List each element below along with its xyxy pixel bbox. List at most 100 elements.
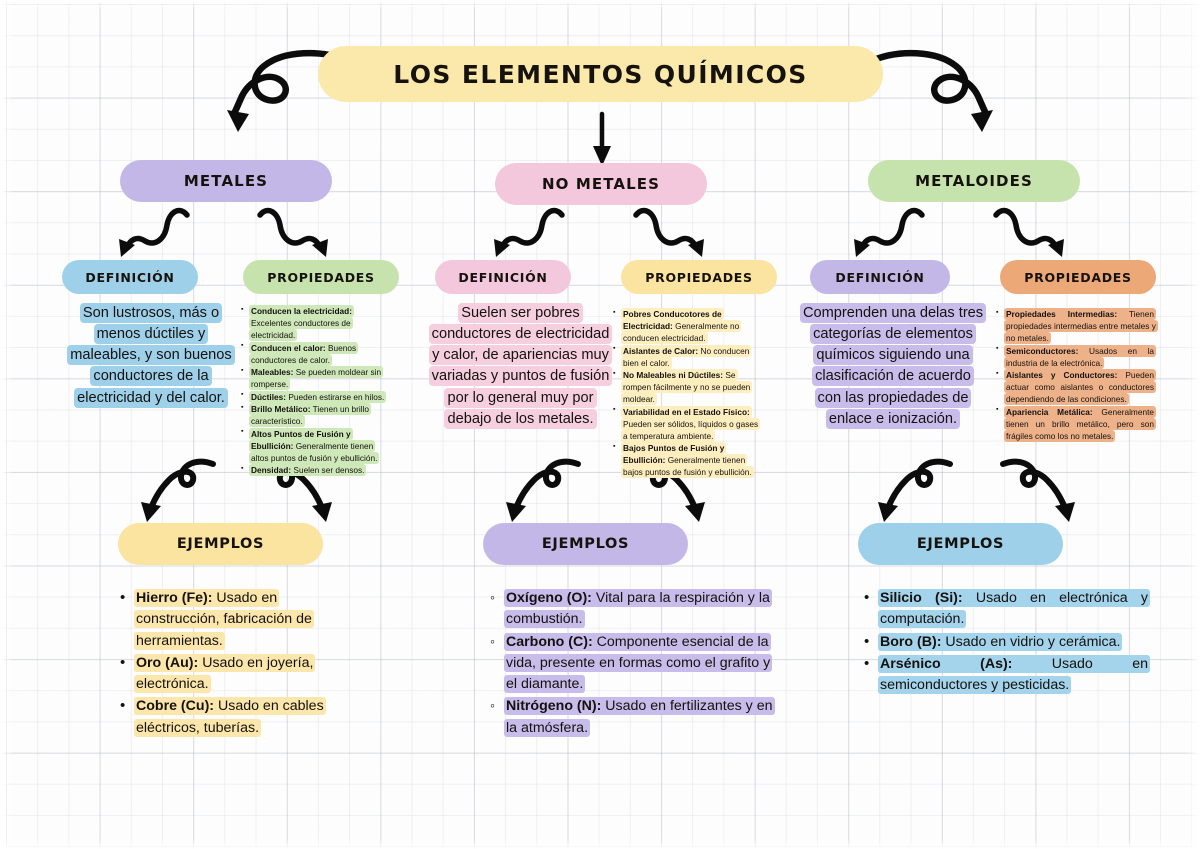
metales-ejemplo-item-text: Cobre (Cu): Usado en cables eléctricos, … — [134, 697, 326, 737]
arrow-no-metales-def-to-ejemplos — [506, 458, 581, 522]
no-metales-definicion-body: Suelen ser pobres conductores de electri… — [428, 303, 613, 430]
no-metales-ejemplo-item: Nitrógeno (N): Usado en fertilizantes y … — [488, 695, 776, 739]
metales-ejemplo-item: Oro (Au): Usado en joyería, electrónica. — [118, 652, 360, 696]
no-metales-ejemplo-item-term: Nitrógeno (N): — [506, 698, 602, 715]
no-metales-propiedad-item: No Maleables ni Dúctiles: Se rompen fáci… — [613, 369, 765, 406]
metaloides-propiedad-item: Propiedades Intermedias: Tienen propieda… — [996, 307, 1158, 345]
no-metales-propiedad-item-text: No Maleables ni Dúctiles: Se rompen fáci… — [621, 369, 753, 406]
no-metales-propiedades-list: Pobres Conducotores de Electricidad: Gen… — [613, 307, 765, 479]
metales-ejemplos-header[interactable]: EJEMPLOS — [118, 523, 323, 565]
no-metales-ejemplo-item-term: Carbono (C): — [506, 633, 593, 650]
no-metales-propiedades-header-label: PROPIEDADES — [645, 269, 753, 285]
arrow-metaloides-to-propiedades — [993, 207, 1064, 257]
no-metales-propiedad-item-term: Bajos Puntos de Fusión y Ebullición: — [623, 443, 725, 466]
metaloides-definicion-text: Comprenden una delas tres categorías de … — [800, 303, 987, 429]
metales-propiedad-item: Conducen el calor: Buenos conductores de… — [241, 341, 393, 366]
no-metales-propiedad-item-text: Aislantes de Calor: No conducen bien el … — [621, 344, 752, 369]
metales-propiedad-item: Brillo Metálico: Tienen un brillo caract… — [241, 403, 393, 428]
metales-propiedad-item: Conducen la electricidad: Excelentes con… — [241, 304, 393, 342]
metales-definicion-text: Son lustrosos, más o menos dúctiles y ma… — [67, 303, 235, 408]
category-no-metales-label: NO METALES — [542, 175, 660, 193]
arrow-metaloides-prop-to-ejemplos — [1000, 458, 1075, 522]
metales-ejemplo-item: Cobre (Cu): Usado en cables eléctricos, … — [118, 695, 360, 739]
no-metales-ejemplo-item-text: Carbono (C): Componente esencial de la v… — [504, 632, 773, 694]
no-metales-ejemplos-header[interactable]: EJEMPLOS — [483, 523, 688, 565]
metaloides-ejemplo-item: Silicio (Si): Usado en electrónica y com… — [862, 587, 1150, 631]
metales-propiedad-item-text: Dúctiles: Pueden estirarse en hilos. — [249, 390, 387, 403]
no-metales-propiedad-item-text: Bajos Puntos de Fusión y Ebullición: Gen… — [621, 442, 754, 479]
metales-propiedad-item: Altos Puntos de Fusión y Ebullición: Gen… — [241, 427, 393, 464]
arrow-no-metales-to-definicion — [494, 207, 565, 257]
metales-propiedades-header[interactable]: PROPIEDADES — [243, 260, 399, 294]
metales-definicion-header[interactable]: DEFINICIÓN — [62, 260, 198, 294]
no-metales-propiedades-header[interactable]: PROPIEDADES — [621, 260, 777, 294]
category-metaloides-label: METALOIDES — [915, 172, 1033, 190]
arrow-metales-to-definicion — [119, 207, 190, 257]
no-metales-propiedad-item-text: Variabilidad en el Estado Físico: Pueden… — [621, 405, 761, 442]
metales-definicion-body: Son lustrosos, más o menos dúctiles y ma… — [58, 303, 244, 409]
category-metales[interactable]: METALES — [120, 160, 332, 202]
metales-ejemplo-item-term: Cobre (Cu): — [136, 698, 215, 715]
page-title-label: LOS ELEMENTOS QUÍMICOS — [393, 59, 808, 89]
metales-propiedad-item-term: Brillo Metálico: — [251, 404, 311, 415]
metaloides-propiedad-item-term: Propiedades Intermedias: — [1006, 309, 1118, 319]
metaloides-ejemplo-item: Arsénico (As): Usado en semiconductores … — [862, 653, 1150, 697]
metales-propiedad-item-term: Conducen la electricidad: — [251, 306, 352, 316]
category-metaloides[interactable]: METALOIDES — [868, 160, 1080, 202]
metaloides-ejemplo-item-term: Boro (B): — [880, 633, 942, 650]
metaloides-definicion-header-label: DEFINICIÓN — [835, 269, 925, 285]
metaloides-ejemplo-item-text: Silicio (Si): Usado en electrónica y com… — [878, 589, 1150, 629]
metales-ejemplo-item: Hierro (Fe): Usado en construcción, fabr… — [118, 587, 360, 652]
metales-propiedades-header-label: PROPIEDADES — [267, 269, 375, 285]
metaloides-propiedades-header-label: PROPIEDADES — [1024, 269, 1132, 285]
arrow-metaloides-to-definicion — [854, 207, 925, 257]
no-metales-propiedad-item: Bajos Puntos de Fusión y Ebullición: Gen… — [613, 442, 765, 479]
no-metales-ejemplo-item-text: Nitrógeno (N): Usado en fertilizantes y … — [504, 697, 775, 737]
metaloides-definicion-header[interactable]: DEFINICIÓN — [810, 260, 950, 294]
metaloides-ejemplo-item-text: Arsénico (As): Usado en semiconductores … — [878, 654, 1150, 695]
metaloides-ejemplos-list: Silicio (Si): Usado en electrónica y com… — [862, 587, 1150, 697]
category-no-metales[interactable]: NO METALES — [495, 163, 707, 205]
metales-propiedad-item-term: Conducen el calor: — [251, 342, 326, 353]
metaloides-ejemplo-item-text: Boro (B): Usado en vidrio y cerámica. — [878, 632, 1123, 651]
metaloides-propiedad-item-text: Aislantes y Conductores: Pueden actuar c… — [1004, 369, 1156, 406]
no-metales-propiedad-item: Pobres Conducotores de Electricidad: Gen… — [613, 307, 765, 345]
no-metales-definicion-text: Suelen ser pobres conductores de electri… — [428, 303, 613, 429]
metaloides-ejemplo-item-term: Silicio (Si): — [880, 590, 963, 606]
metales-propiedades-list: Conducen la electricidad: Excelentes con… — [241, 304, 393, 477]
metales-propiedad-item: Maleables: Se pueden moldear sin rompers… — [241, 366, 393, 391]
no-metales-propiedad-item: Variabilidad en el Estado Físico: Pueden… — [613, 405, 765, 442]
metales-propiedad-item: Densidad: Suelen ser densos. — [241, 464, 393, 477]
metales-propiedad-item-term: Altos Puntos de Fusión y Ebullición: — [251, 428, 351, 451]
metaloides-ejemplos-header[interactable]: EJEMPLOS — [858, 523, 1063, 565]
arrow-title-to-no-metales — [593, 111, 611, 166]
metaloides-propiedad-item: Semiconductores: Usados en la industria … — [996, 344, 1156, 369]
arrow-metales-to-propiedades — [257, 207, 328, 257]
no-metales-ejemplo-item: Oxígeno (O): Vital para la respiración y… — [488, 587, 776, 631]
no-metales-ejemplos-header-label: EJEMPLOS — [541, 536, 630, 552]
no-metales-propiedad-item: Aislantes de Calor: No conducen bien el … — [613, 344, 765, 369]
metaloides-propiedad-item: Aislantes y Conductores: Pueden actuar c… — [996, 369, 1156, 406]
no-metales-propiedad-item-text: Pobres Conducotores de Electricidad: Gen… — [621, 308, 742, 345]
no-metales-propiedad-item-term: Variabilidad en el Estado Físico: — [623, 406, 750, 417]
metales-propiedad-item-text: Densidad: Suelen ser densos. — [249, 464, 367, 477]
no-metales-propiedad-item-term: No Maleables ni Dúctiles: — [623, 370, 724, 381]
metales-ejemplo-item-term: Oro (Au): — [136, 654, 199, 671]
metales-propiedad-item: Dúctiles: Pueden estirarse en hilos. — [241, 390, 393, 403]
metaloides-ejemplos-header-label: EJEMPLOS — [916, 536, 1005, 552]
metaloides-propiedad-item-term: Apariencia Metálica: — [1006, 406, 1093, 417]
metaloides-propiedad-item-text: Apariencia Metálica: Generalmente tienen… — [1004, 405, 1156, 442]
metaloides-ejemplo-item: Boro (B): Usado en vidrio y cerámica. — [862, 631, 1150, 653]
metaloides-definicion-body: Comprenden una delas tres categorías de … — [800, 303, 987, 430]
no-metales-ejemplo-item-term: Oxígeno (O): — [506, 590, 592, 606]
arrow-metaloides-def-to-ejemplos — [878, 458, 953, 522]
metales-ejemplo-item-text: Hierro (Fe): Usado en construcción, fabr… — [134, 589, 314, 650]
metaloides-propiedades-header[interactable]: PROPIEDADES — [1000, 260, 1156, 294]
metales-ejemplo-item-term: Hierro (Fe): — [136, 590, 213, 606]
metales-propiedad-item-term: Maleables: — [251, 367, 294, 378]
metaloides-ejemplo-item-term: Arsénico (As): — [880, 655, 1013, 672]
arrow-no-metales-to-propiedades — [633, 207, 704, 257]
no-metales-definicion-header-label: DEFINICIÓN — [458, 269, 548, 285]
no-metales-definicion-header[interactable]: DEFINICIÓN — [435, 260, 571, 294]
